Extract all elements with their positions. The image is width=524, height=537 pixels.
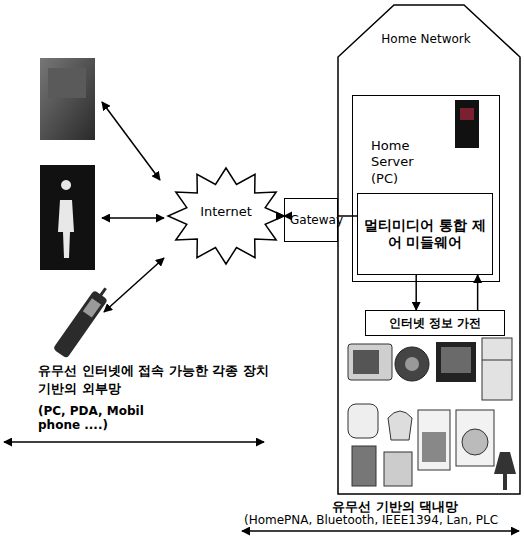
text-group: 멀티미디어 통합 제어 미들웨어 bbox=[363, 217, 487, 252]
text-group: Home Network bbox=[330, 32, 522, 47]
appliance bbox=[352, 446, 376, 486]
washer bbox=[456, 410, 494, 466]
kettle bbox=[388, 411, 412, 440]
stove bbox=[418, 410, 450, 470]
note-label: (HomePNA, Bluetooth, IEEE1394, Lan, PLC bbox=[244, 513, 522, 527]
tv-screen bbox=[441, 347, 471, 373]
pc-photo bbox=[40, 58, 95, 140]
device-arrow bbox=[102, 102, 160, 180]
microwave bbox=[348, 344, 392, 380]
figure-silhouette bbox=[58, 180, 74, 258]
node-title: Gateway bbox=[290, 213, 332, 228]
note-label: (PC, PDA, Mobil phone ....) bbox=[38, 404, 188, 432]
home-server-box: Home Server (PC) 멀티미디어 통합 제어 미들웨어 bbox=[352, 95, 500, 282]
server-picture bbox=[455, 100, 479, 148]
range-arrow bbox=[242, 530, 519, 532]
appliance-box: 인터넷 정보 가전 bbox=[365, 310, 505, 336]
pc-screen bbox=[48, 68, 86, 98]
tv bbox=[436, 342, 476, 382]
phone-image bbox=[53, 283, 113, 358]
device-arrow bbox=[102, 217, 164, 219]
range-arrow bbox=[4, 441, 264, 443]
star-polygon bbox=[168, 168, 284, 264]
text-group: Gateway bbox=[290, 213, 332, 228]
fridge bbox=[482, 338, 512, 400]
house-polygon bbox=[338, 5, 520, 494]
node-title: 인터넷 정보 가전 bbox=[389, 316, 481, 331]
note-label: 유무선 인터넷에 접속 가능한 각종 장치 기반의 외부망 bbox=[38, 362, 270, 398]
phone-screen bbox=[83, 298, 101, 317]
stove-oven bbox=[422, 432, 446, 462]
speaker-cone bbox=[405, 357, 419, 371]
lamp-stand bbox=[503, 474, 507, 490]
internet-cloud: Internet bbox=[168, 160, 284, 264]
node-title: 멀티미디어 통합 제어 미들웨어 bbox=[363, 217, 487, 252]
node-title: Home Network bbox=[330, 32, 522, 47]
phone-body bbox=[53, 290, 108, 359]
speaker bbox=[395, 347, 429, 381]
middleware-box: 멀티미디어 통합 제어 미들웨어 bbox=[357, 193, 493, 275]
microwave-door bbox=[353, 350, 379, 374]
lamp-shade bbox=[494, 452, 516, 474]
text-group: Home Server (PC) bbox=[371, 138, 443, 187]
washer-door bbox=[462, 429, 488, 455]
phone-antenna bbox=[99, 287, 107, 297]
appliances-image bbox=[348, 338, 516, 490]
appliance bbox=[384, 452, 412, 486]
fridge-line bbox=[482, 360, 512, 361]
text-group: Internet bbox=[200, 204, 252, 220]
rice-cooker bbox=[348, 404, 378, 438]
device-arrow bbox=[104, 258, 164, 312]
server-picture-detail bbox=[460, 108, 474, 120]
pc-image bbox=[40, 58, 95, 140]
connector bbox=[415, 275, 417, 310]
gateway-box: Gateway bbox=[284, 198, 338, 242]
node-title: Home Server (PC) bbox=[371, 138, 443, 187]
node-title: Internet bbox=[200, 204, 252, 220]
home-network-house: Home NetworkHome Server (PC) 멀티미디어 통합 제어 … bbox=[330, 2, 522, 496]
connector bbox=[477, 275, 479, 310]
pda-photo bbox=[40, 165, 95, 270]
pda-image bbox=[40, 165, 95, 270]
connector bbox=[338, 215, 357, 217]
text-group: 인터넷 정보 가전 bbox=[389, 316, 481, 331]
